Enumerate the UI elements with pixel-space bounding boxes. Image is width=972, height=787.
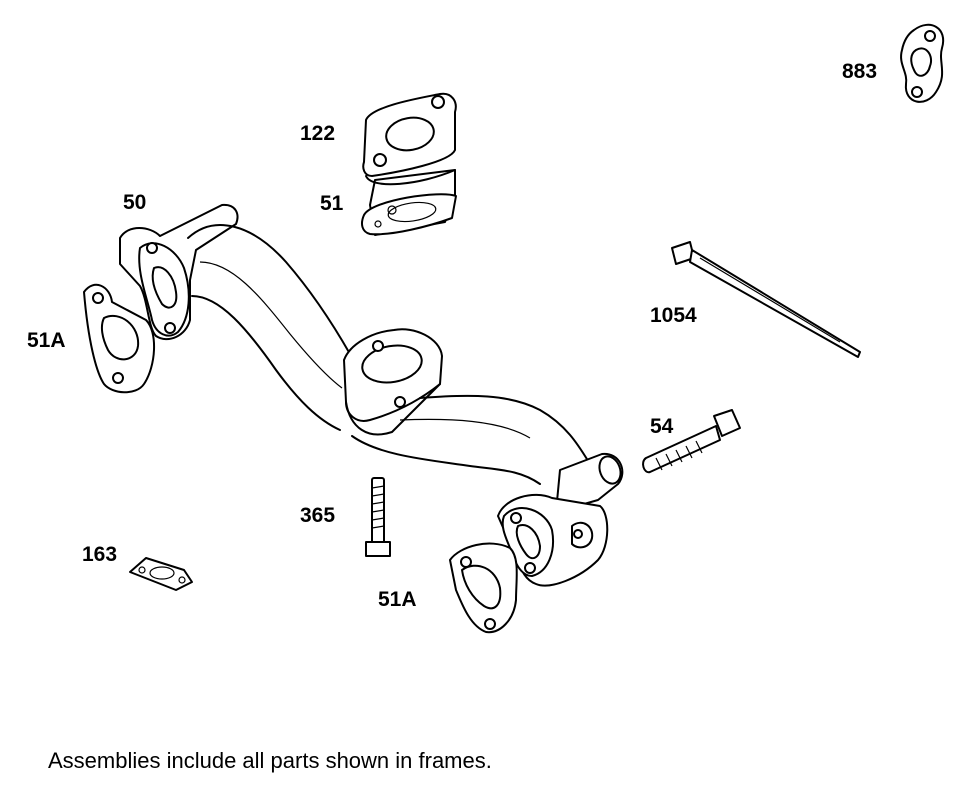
label-122: 122 xyxy=(300,122,335,145)
label-1054: 1054 xyxy=(650,304,697,327)
bolt-54 xyxy=(642,409,741,474)
stud-365 xyxy=(365,477,391,557)
label-163: 163 xyxy=(82,543,117,566)
label-51: 51 xyxy=(320,192,344,215)
gasket-51a-bottom xyxy=(449,542,518,634)
gasket-51a-left xyxy=(83,283,156,394)
label-883: 883 xyxy=(842,60,877,83)
gasket-51 xyxy=(361,193,457,236)
label-54: 54 xyxy=(650,415,674,438)
label-51a-bottom: 51A xyxy=(378,588,417,611)
gasket-163 xyxy=(129,557,193,591)
label-50: 50 xyxy=(123,191,146,214)
manifold-50 xyxy=(119,203,624,587)
cable-tie-1054 xyxy=(671,241,861,358)
label-365: 365 xyxy=(300,504,335,527)
gasket-883 xyxy=(900,23,945,103)
footnote: Assemblies include all parts shown in fr… xyxy=(48,748,492,773)
label-51a-left: 51A xyxy=(27,329,66,352)
